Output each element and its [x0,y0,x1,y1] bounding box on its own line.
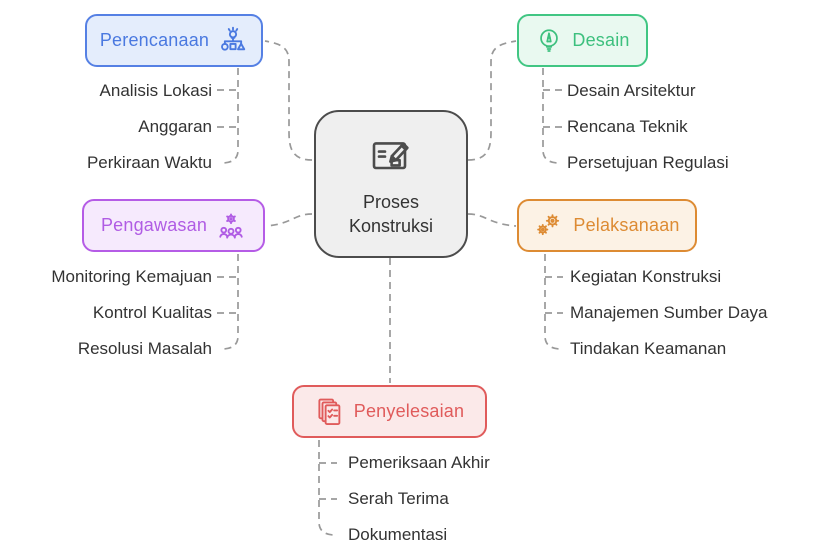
supervision-team-gear-icon [216,211,246,241]
sub-item-kontrol-kualitas: Kontrol Kualitas [92,303,212,322]
gears-icon [534,211,564,241]
sub-item-tindakan-keamanan: Tindakan Keamanan [570,339,727,358]
branch-node-perencanaan: Perencanaan [85,14,263,67]
branch-label-perencanaan: Perencanaan [99,30,210,50]
center-label-line2: Konstruksi [348,215,434,236]
center-node-proses-konstruksi: Proses Konstruksi [314,110,468,258]
branch-node-pelaksanaan: Pelaksanaan [517,199,697,252]
blueprint-pencil-icon [367,131,415,184]
sub-item-perkiraan-waktu: Perkiraan Waktu [86,153,212,172]
sub-item-persetujuan-regulasi: Persetujuan Regulasi [567,153,729,172]
branch-label-pengawasan: Pengawasan [100,215,208,235]
sub-item-serah-terima: Serah Terima [348,489,449,508]
design-bulb-pencil-icon [535,27,563,55]
branch-node-desain: Desain [517,14,648,67]
sub-item-rencana-teknik: Rencana Teknik [567,117,688,136]
branch-label-desain: Desain [572,30,630,50]
sub-item-manajemen-sumber-daya: Manajemen Sumber Daya [570,303,768,322]
sub-item-analisis-lokasi: Analisis Lokasi [99,81,212,100]
center-node-label: Proses Konstruksi [349,190,433,238]
checklist-documents-icon [315,397,345,427]
sub-item-resolusi-masalah: Resolusi Masalah [77,339,212,358]
sub-item-kegiatan-konstruksi: Kegiatan Konstruksi [570,267,722,286]
sub-item-anggaran: Anggaran [138,117,212,136]
branch-label-pelaksanaan: Pelaksanaan [573,215,680,235]
branch-node-penyelesaian: Penyelesaian [292,385,487,438]
sub-item-dokumentasi: Dokumentasi [348,525,448,544]
sub-item-desain-arsitektur: Desain Arsitektur [567,81,696,100]
branch-label-penyelesaian: Penyelesaian [353,401,465,421]
sub-item-monitoring-kemajuan: Monitoring Kemajuan [51,267,212,286]
planning-strategy-icon [218,26,248,56]
sub-item-pemeriksaan-akhir: Pemeriksaan Akhir [348,453,490,472]
branch-node-pengawasan: Pengawasan [82,199,265,252]
center-label-line1: Proses [362,191,419,212]
